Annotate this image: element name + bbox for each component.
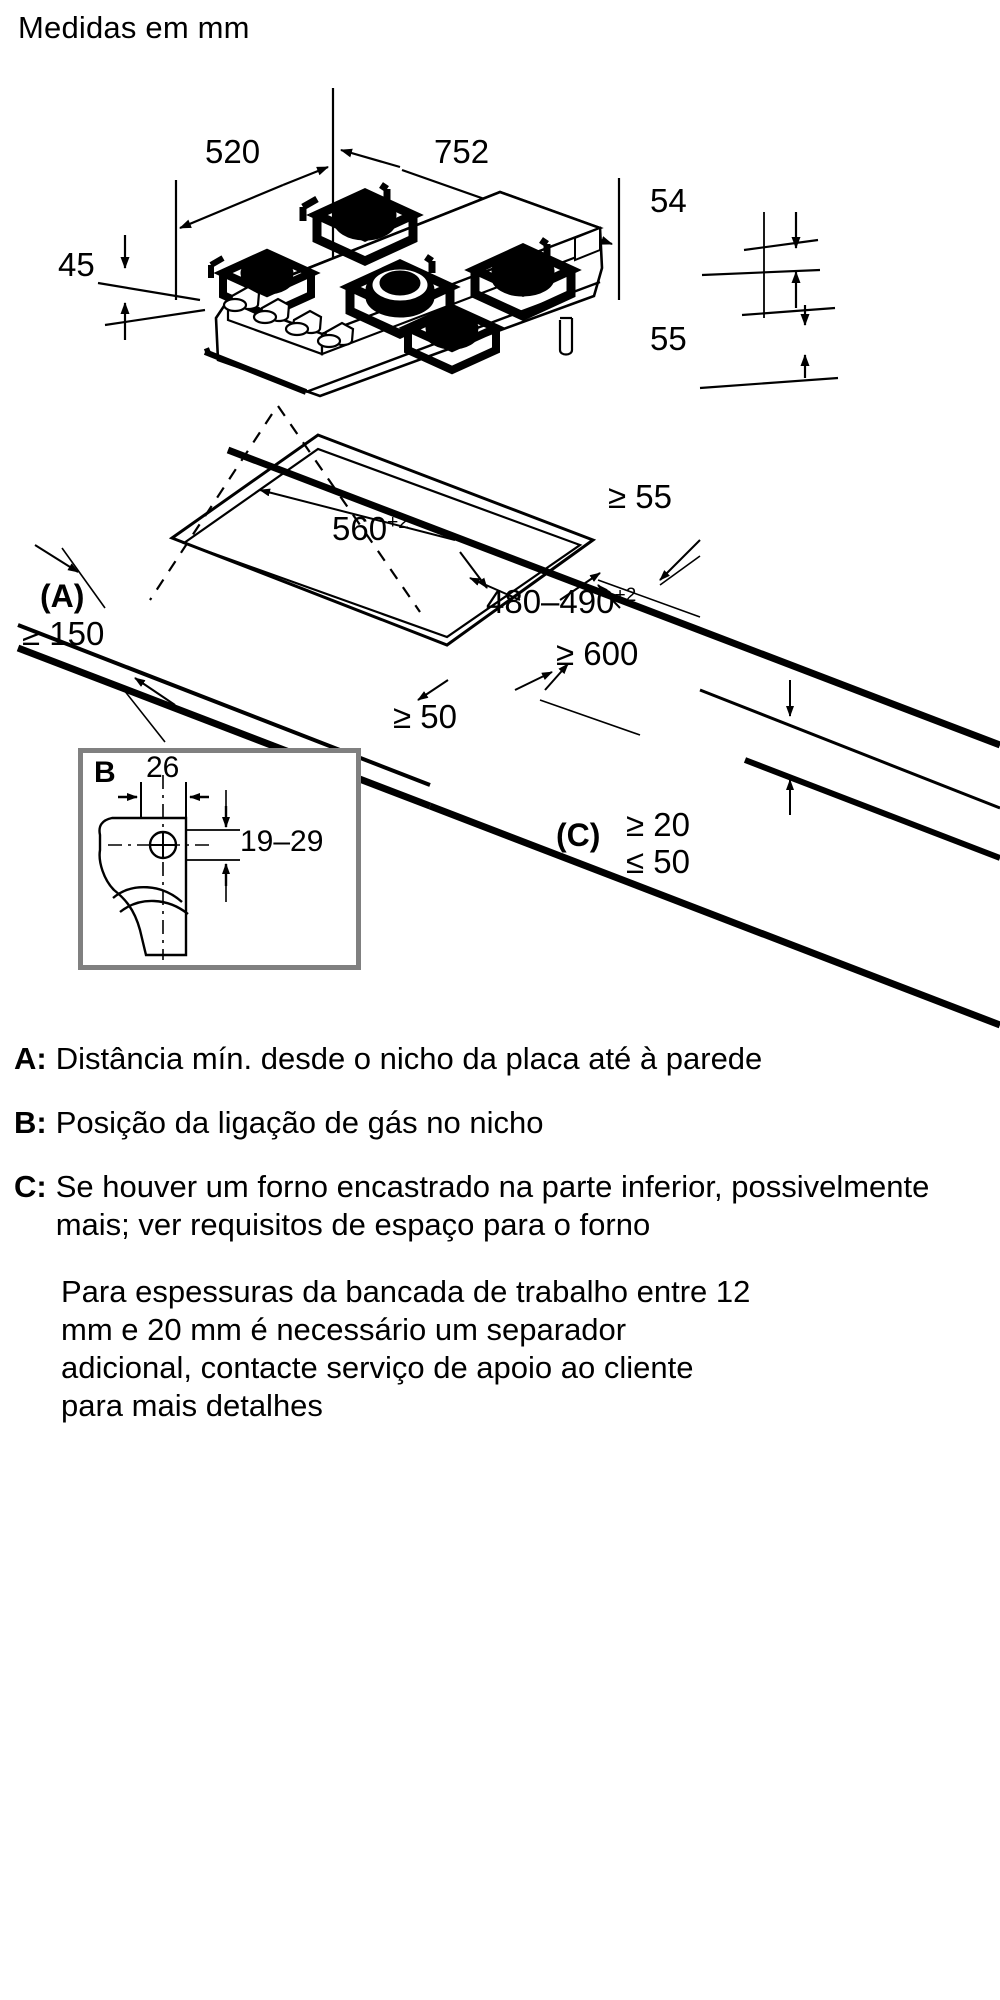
- dim-rear-clearance: ≥ 55: [608, 478, 672, 515]
- inset-b-label: B: [94, 756, 116, 789]
- legend-block: A: Distância mín. desde o nicho da placa…: [14, 1040, 974, 1425]
- cutout-width-tolerance: +2: [387, 512, 409, 533]
- page-title: Medidas em mm: [18, 10, 250, 45]
- dim-width-752: 752: [434, 133, 490, 170]
- label-c-marker: (C): [556, 817, 601, 853]
- legend-text-b: Posição da ligação de gás no nicho: [55, 1105, 544, 1141]
- legend-row-a: A: Distância mín. desde o nicho da placa…: [14, 1040, 974, 1078]
- legend-key-c: C:: [14, 1169, 47, 1205]
- dim-wall-distance: ≥ 150: [22, 615, 105, 652]
- dim-height-54: 54: [650, 182, 687, 219]
- footer-note: Para espessuras da bancada de trabalho e…: [61, 1273, 751, 1423]
- legend-row-b: B: Posição da ligação de gás no nicho: [14, 1104, 974, 1142]
- cutout-width-value: 560: [332, 510, 388, 547]
- dim-height-55: 55: [650, 320, 687, 357]
- dim-width-520: 520: [205, 133, 261, 170]
- legend-key-a: A:: [14, 1041, 47, 1076]
- dim-above-clearance: ≥ 600: [556, 635, 639, 672]
- cutout-depth-value: 480–490: [486, 583, 615, 620]
- dim-inset-height: 19–29: [240, 825, 324, 858]
- cutout-depth-tolerance: +2: [614, 585, 637, 606]
- dim-worktop-thickness-max: ≤ 50: [626, 843, 690, 880]
- legend-text-c: Se houver um forno encastrado na parte i…: [55, 1169, 930, 1243]
- dim-cutout-depth: 480–490+2: [486, 583, 637, 620]
- dim-cutout-width: 560+2: [332, 510, 409, 547]
- dim-side-clearance: ≥ 50: [393, 698, 457, 735]
- label-a-marker: (A): [40, 578, 85, 614]
- legend-row-c: C: Se houver um forno encastrado na part…: [14, 1168, 974, 1244]
- dim-worktop-thickness-min: ≥ 20: [626, 806, 690, 843]
- dim-inset-width: 26: [146, 751, 180, 784]
- inset-box-b: [78, 748, 361, 970]
- legend-text-a: Distância mín. desde o nicho da placa at…: [55, 1041, 763, 1076]
- dim-depth-45: 45: [58, 246, 95, 283]
- legend-key-b: B:: [14, 1105, 47, 1141]
